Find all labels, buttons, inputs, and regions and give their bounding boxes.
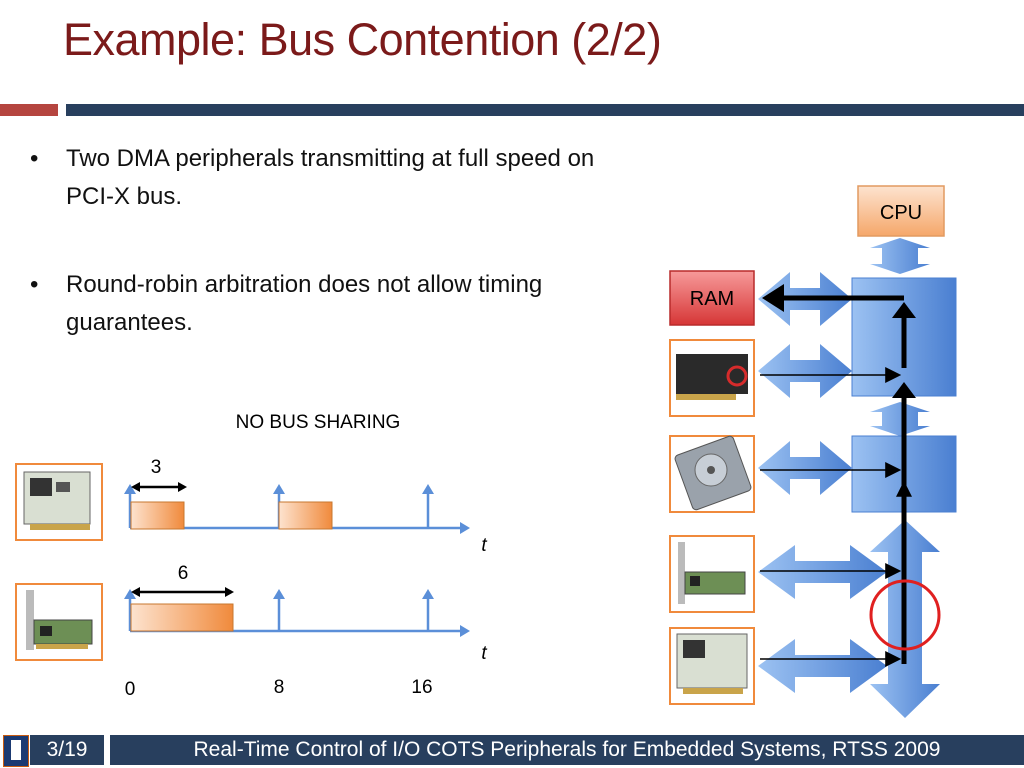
cpu-label: CPU: [880, 202, 922, 224]
peripheral-card-2-icon: [15, 583, 103, 661]
transfer-block: [130, 603, 234, 632]
tick-label: 16: [411, 677, 432, 698]
cpu-box: [857, 185, 945, 237]
slide-title: Example: Bus Contention (2/2): [63, 14, 662, 65]
bullet-list: • Two DMA peripherals transmitting at fu…: [30, 140, 610, 392]
diagram-canvas: NO BUS SHARING 3 t: [15, 185, 957, 718]
university-logo-icon: [3, 735, 29, 767]
contention-highlight-circle: [869, 579, 941, 651]
timing-row-2: 6 t: [124, 563, 487, 664]
disk-link-arrow: [758, 441, 852, 495]
ram-label: RAM: [690, 288, 734, 310]
nic-link-arrow: [758, 545, 887, 599]
time-axis-label: t: [481, 643, 487, 664]
tick-label: 0: [125, 679, 136, 700]
bullet-dot-icon: •: [30, 271, 39, 298]
bullet-item: • Round-robin arbitration does not allow…: [30, 266, 610, 342]
transfer-block: [278, 501, 333, 530]
header-accent-bar: [0, 104, 58, 116]
bullet-item: • Two DMA peripherals transmitting at fu…: [30, 140, 610, 216]
io-card-icon: [669, 627, 755, 705]
bridge-link-arrow: [870, 402, 930, 436]
span-label: 3: [151, 457, 162, 478]
bullet-text: Round-robin arbitration does not allow t…: [66, 271, 543, 336]
hard-disk-icon: [669, 435, 755, 513]
gpu-link-arrow: [758, 344, 852, 398]
bullet-text: Two DMA peripherals transmitting at full…: [66, 145, 595, 210]
peripheral-card-1-icon: [15, 463, 103, 541]
bullet-dot-icon: •: [30, 145, 39, 172]
time-axis-label: t: [481, 535, 487, 556]
transfer-block: [130, 501, 185, 530]
tick-label: 8: [274, 677, 285, 698]
header-rule-bar: [66, 104, 1024, 116]
ram-box: [669, 270, 755, 326]
timing-row-1: 3 t: [124, 457, 487, 556]
footer-text: Real-Time Control of I/O COTS Peripheral…: [110, 735, 1024, 765]
io-link-arrow: [758, 639, 887, 693]
data-path-thick-arrow: [762, 284, 916, 664]
timing-heading: NO BUS SHARING: [236, 412, 401, 433]
graphics-card-icon: [669, 339, 755, 417]
cpu-link-arrow: [870, 238, 930, 274]
network-card-icon: [669, 535, 755, 613]
span-label: 6: [178, 563, 189, 584]
page-number: 3/19: [30, 735, 104, 765]
